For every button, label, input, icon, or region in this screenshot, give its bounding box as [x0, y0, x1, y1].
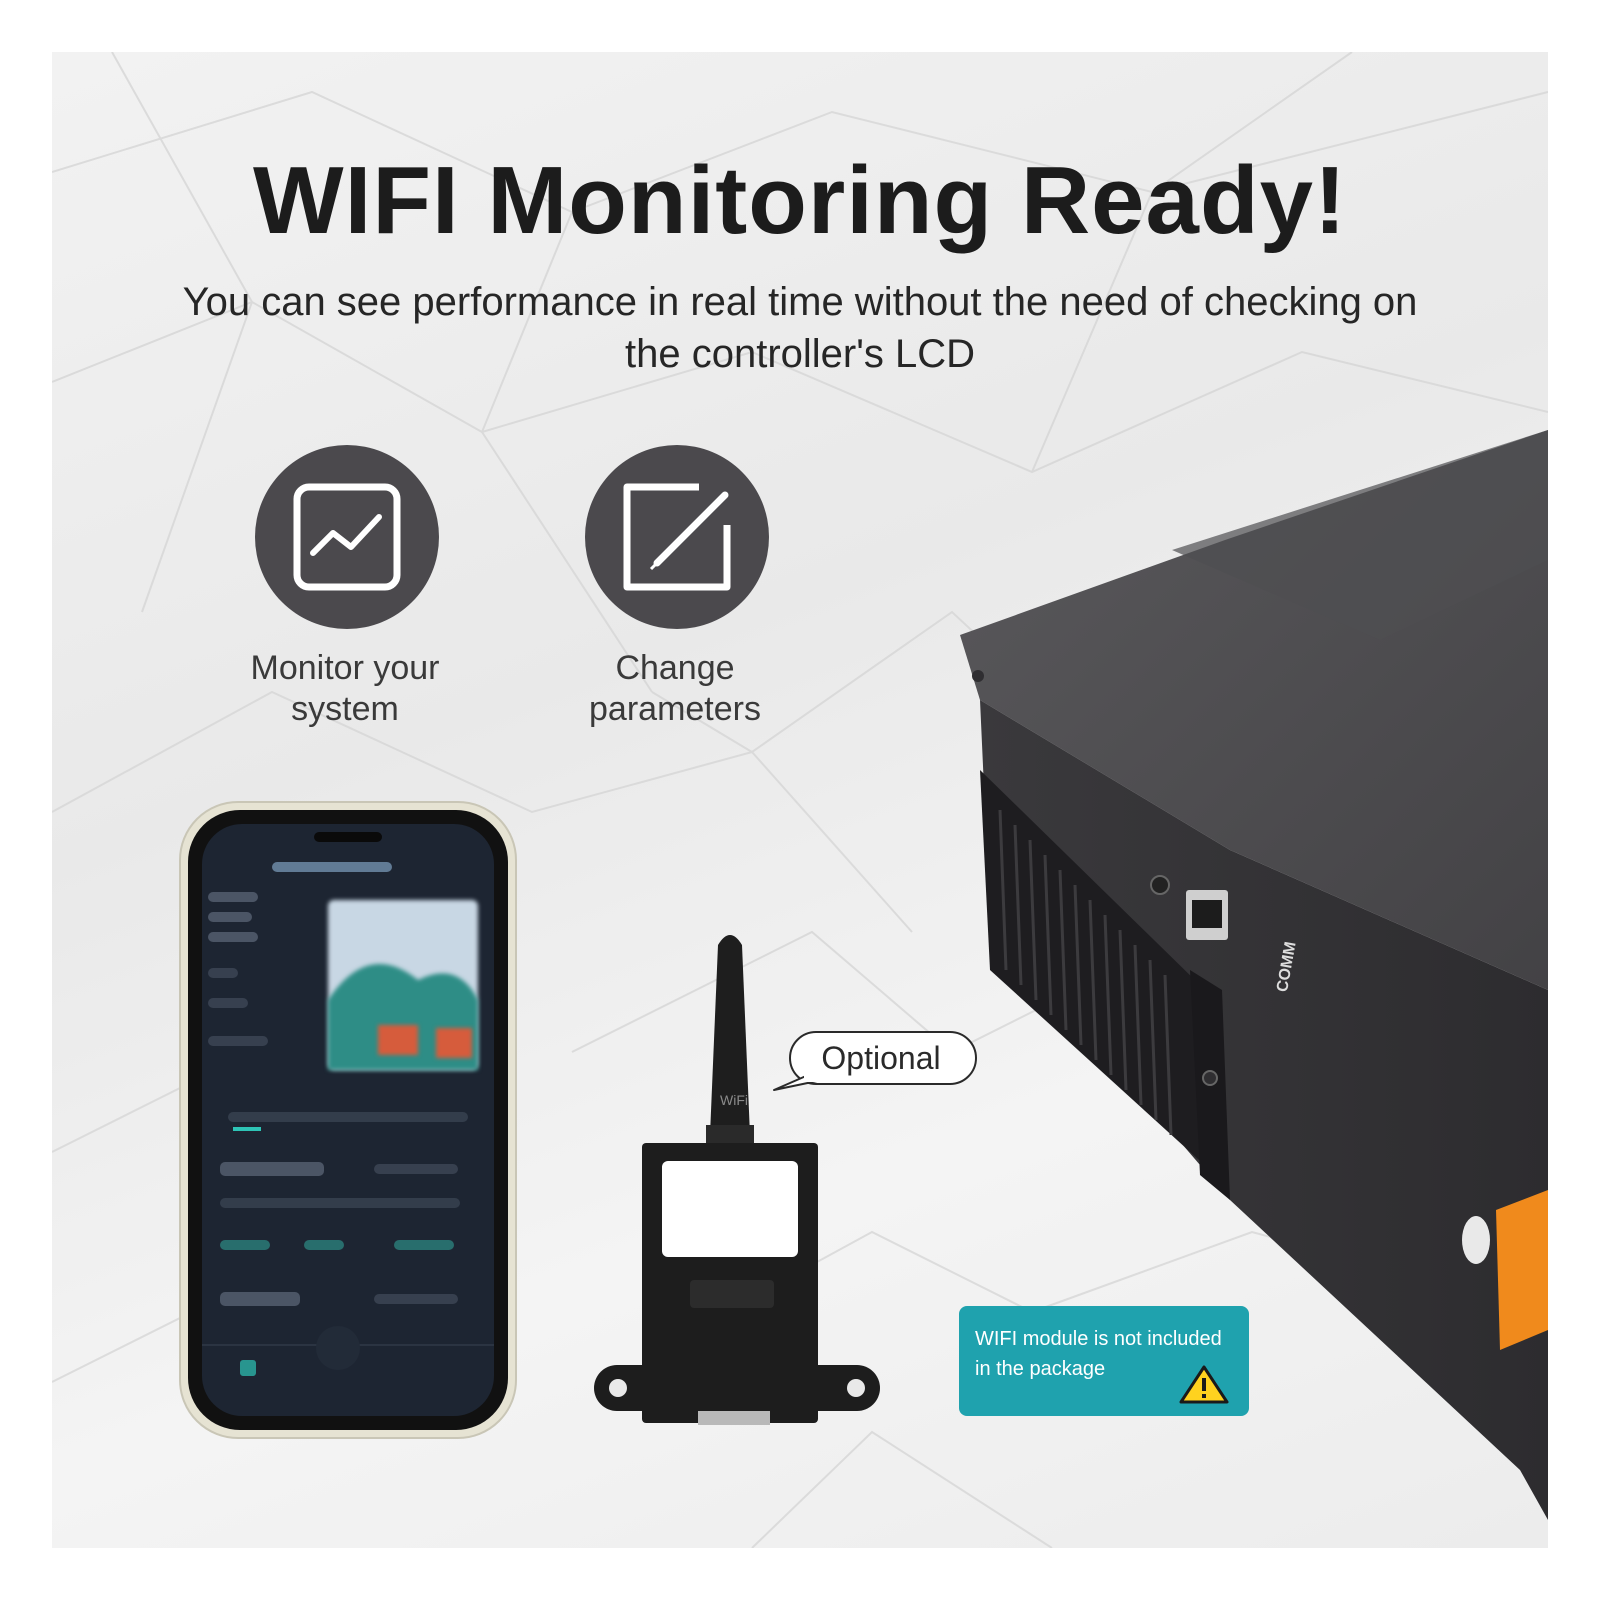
optional-callout-bubble — [773, 1031, 977, 1091]
edit-icon — [623, 483, 731, 591]
page-title: WIFI Monitoring Ready! — [253, 147, 1347, 254]
warning-icon — [1179, 1365, 1229, 1404]
antenna — [710, 935, 750, 1135]
orange-accent — [1496, 1190, 1548, 1350]
smartphone — [178, 800, 518, 1440]
notice-text: WIFI module is not included in the packa… — [975, 1328, 1222, 1380]
phone-frame — [179, 801, 517, 1439]
page-subtitle: You can see performance in real time wit… — [182, 280, 1418, 376]
monitor-feature-label: Monitor your system — [250, 649, 440, 728]
chart-icon — [293, 483, 401, 591]
change-parameters-label: Change parameters — [589, 649, 761, 728]
monitor-feature-badge — [255, 445, 439, 629]
charge-controller-device — [960, 430, 1548, 1520]
change-parameters-badge — [585, 445, 769, 629]
notice-box: WIFI module is not included in the packa… — [959, 1306, 1249, 1416]
optional-callout-text: Optional — [821, 1040, 941, 1076]
wifi-module — [594, 935, 880, 1425]
module-label-sticker — [662, 1161, 798, 1257]
antenna-label: WiFi — [720, 1092, 748, 1108]
